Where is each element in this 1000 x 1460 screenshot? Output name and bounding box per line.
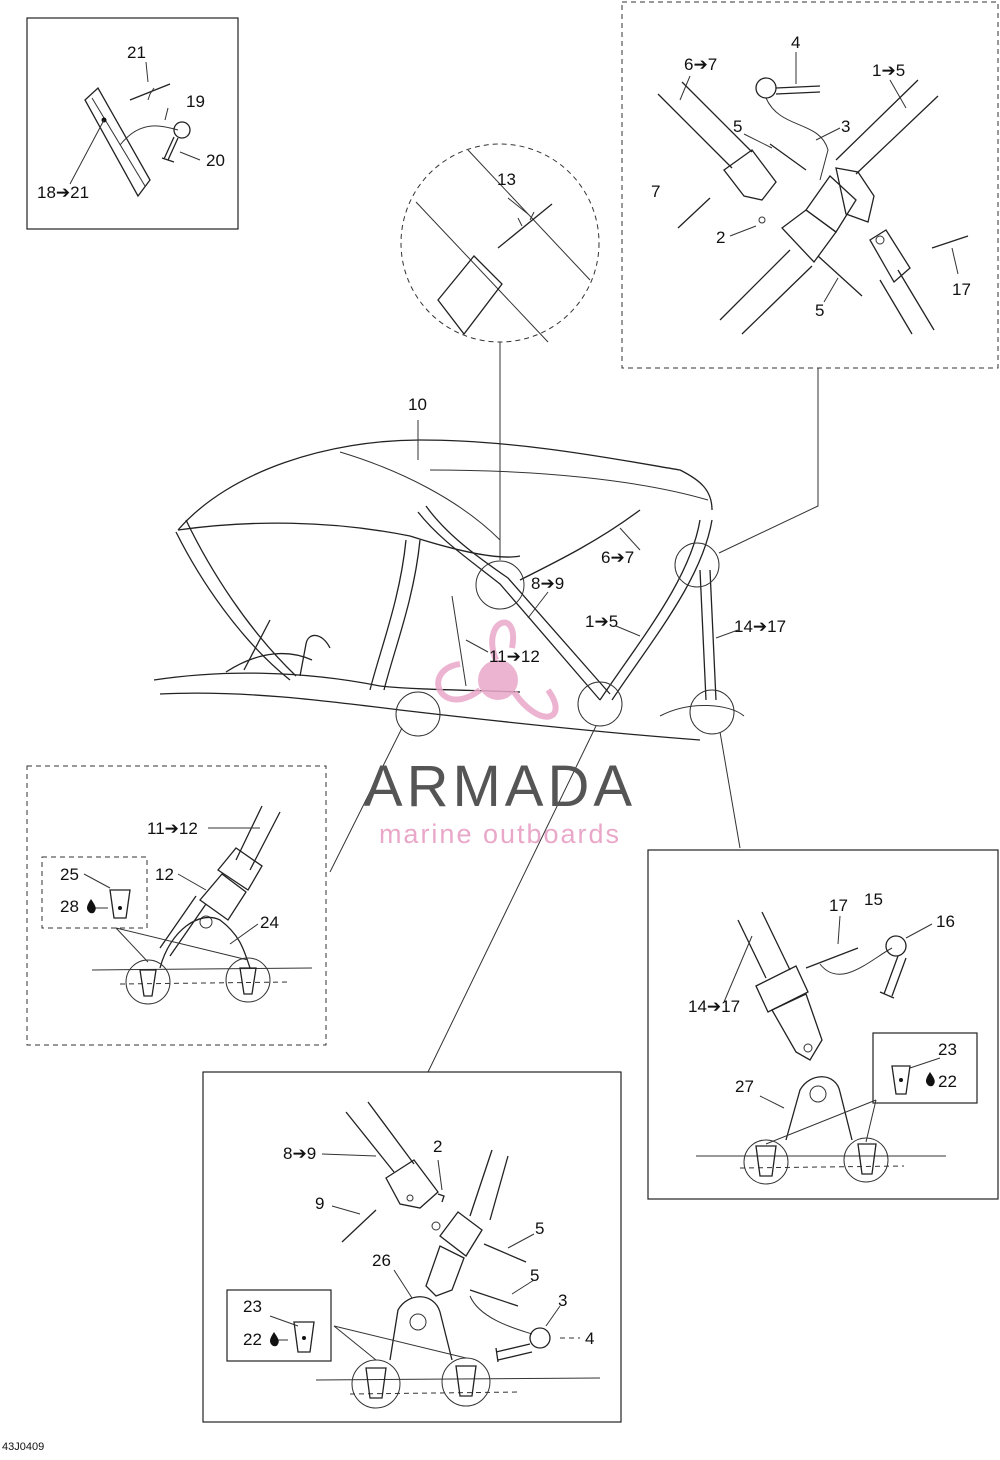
callout-tr-2: 2: [716, 228, 725, 247]
callout-tr-3: 3: [841, 117, 850, 136]
callout-tl-19: 19: [186, 92, 205, 111]
watermark-tagline: marine outboards: [379, 819, 621, 849]
callout-tr-1to5: 1➔5: [872, 61, 905, 80]
callout-tl-21: 21: [127, 43, 146, 62]
callout-1to5-main: 1➔5: [585, 612, 618, 631]
callout-mr-16: 16: [936, 912, 955, 931]
callout-bc-4: 4: [585, 1329, 594, 1348]
callout-tl-20: 20: [206, 151, 225, 170]
detail-box-top-right: [621, 1, 999, 369]
bimini-top-assembly: [153, 368, 819, 1073]
callout-ml-28-group: 28: [60, 897, 96, 916]
drawing-code: 43J0409: [2, 1441, 44, 1453]
detail-box-top-left: [26, 17, 239, 230]
lubricant-drop-icon: [270, 1332, 279, 1347]
callout-bc-5a: 5: [535, 1219, 544, 1238]
callout-10: 10: [408, 395, 427, 414]
callout-bc-9: 9: [315, 1194, 324, 1213]
callout-ml-28: 28: [60, 897, 79, 916]
callout-mr-22: 22: [938, 1072, 957, 1091]
lubricant-drop-icon: [87, 899, 96, 914]
callout-mr-27: 27: [735, 1077, 754, 1096]
callout-6to7-main: 6➔7: [601, 548, 634, 567]
callout-tr-7: 7: [651, 182, 660, 201]
callout-bc-22-group: 22: [243, 1330, 279, 1349]
callout-bc-5b: 5: [530, 1266, 539, 1285]
callout-mr-22-group: 22: [926, 1072, 957, 1091]
armada-watermark: ARMADA marine outboards: [364, 619, 636, 849]
callout-tr-5b: 5: [815, 301, 824, 320]
callout-11to12-main: 11➔12: [489, 647, 540, 666]
callout-tr-17: 17: [952, 280, 971, 299]
callout-bc-26: 26: [372, 1251, 391, 1270]
armada-logo-icon: [435, 619, 559, 720]
callout-bc-22: 22: [243, 1330, 262, 1349]
callout-14to17-main: 14➔17: [734, 617, 786, 636]
callout-13: 13: [497, 170, 516, 189]
callout-labels: 10 13 6➔7 8➔9 1➔5 14➔17 11➔12 21 19 20 1…: [2, 33, 971, 1453]
callout-ml-25: 25: [60, 865, 79, 884]
callout-mr-17: 17: [829, 896, 848, 915]
callout-mr-15: 15: [864, 890, 883, 909]
callout-ml-24: 24: [260, 913, 279, 932]
detail-box-middle-right: [647, 849, 999, 1200]
callout-ml-12: 12: [155, 865, 174, 884]
callout-mr-14to17: 14➔17: [688, 997, 740, 1016]
watermark-brand: ARMADA: [364, 754, 636, 819]
callout-bc-8to9: 8➔9: [283, 1144, 316, 1163]
callout-tl-18to21: 18➔21: [37, 183, 89, 202]
lubricant-drop-icon: [926, 1072, 935, 1087]
callout-tr-5a: 5: [733, 117, 742, 136]
detail-box-bottom-center: [202, 1071, 622, 1423]
detail-box-middle-left: [26, 765, 327, 1046]
callout-bc-3: 3: [558, 1291, 567, 1310]
callout-mr-23: 23: [938, 1040, 957, 1059]
callout-tr-4: 4: [791, 33, 800, 52]
callout-ml-11to12: 11➔12: [147, 819, 198, 838]
callout-tr-6to7: 6➔7: [684, 55, 717, 74]
callout-bc-2: 2: [433, 1137, 442, 1156]
callout-8to9-main: 8➔9: [531, 574, 564, 593]
callout-bc-23: 23: [243, 1297, 262, 1316]
magnifier-detail-13: [400, 143, 600, 560]
